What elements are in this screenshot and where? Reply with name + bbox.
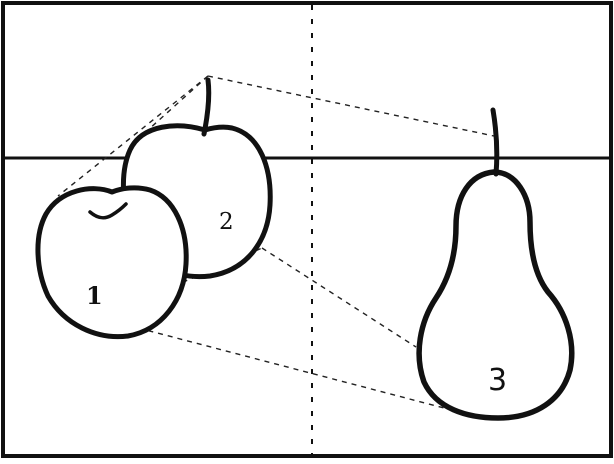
guide-apple2-to-pear bbox=[261, 247, 417, 348]
pear bbox=[416, 107, 575, 421]
apple-front-outline bbox=[35, 185, 189, 340]
apple-back-label: 2 bbox=[219, 209, 234, 235]
apple-front-stem-dimple bbox=[88, 202, 128, 220]
apple-back-stem bbox=[201, 77, 212, 137]
apple-front bbox=[35, 185, 189, 340]
guide-stem-to-apple2 bbox=[127, 75, 209, 149]
pear-label: 3 bbox=[488, 363, 508, 398]
construction-lines bbox=[57, 75, 495, 409]
apple-front-label: 1 bbox=[86, 281, 103, 310]
pear-stem bbox=[490, 107, 500, 177]
guide-stem-to-pear bbox=[207, 75, 495, 137]
guide-stem-to-apple1 bbox=[57, 75, 209, 197]
pear-outline bbox=[416, 169, 575, 421]
